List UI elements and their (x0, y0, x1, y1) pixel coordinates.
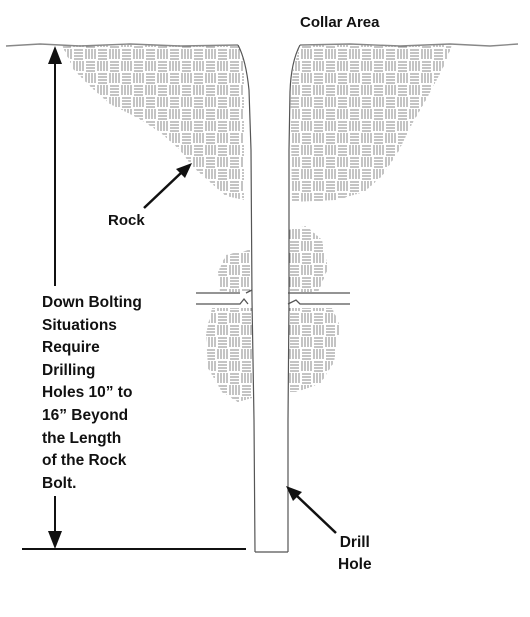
collar-surface-line (5, 43, 519, 47)
down-bolting-note: Down Bolting Situations Require Drilling… (42, 292, 142, 495)
drill-hole-label-line: Drill (339, 534, 370, 551)
rock-mass-left-upper (62, 45, 244, 200)
note-line: Down Bolting (42, 294, 142, 311)
note-line: Bolt. (42, 474, 77, 492)
note-line: Holes 10” to (42, 384, 133, 402)
double-arrow-icon (48, 46, 62, 549)
drill-hole-left-wall (237, 44, 256, 553)
rock-mass-right-lower (288, 308, 340, 392)
rock-mass-right-upper (290, 45, 452, 202)
rock-pointer-arrow-icon (143, 163, 192, 209)
drill-hole-interior (238, 45, 300, 552)
drill-hole-label-line: Hole (338, 556, 372, 573)
rock-mass-right-middle (288, 226, 328, 292)
rock-joint-lines (196, 289, 350, 305)
note-line: of the Rock (42, 452, 127, 470)
rock-mass-left-lower (206, 308, 252, 402)
drill-hole-pointer-arrow-icon (286, 486, 337, 534)
note-line: Require (42, 339, 100, 357)
drill-hole-right-wall (287, 44, 301, 552)
drill-hole-label: Drill Hole (338, 532, 372, 576)
note-line: 16” Beyond (42, 406, 129, 424)
note-line: Drilling (42, 361, 96, 379)
rock-mass-left-middle (218, 250, 250, 292)
rock-label: Rock (108, 212, 145, 229)
note-line: Situations (42, 316, 117, 334)
note-line: the Length (42, 429, 122, 447)
collar-area-label: Collar Area (300, 14, 380, 31)
bottom-margin (0, 590, 530, 617)
